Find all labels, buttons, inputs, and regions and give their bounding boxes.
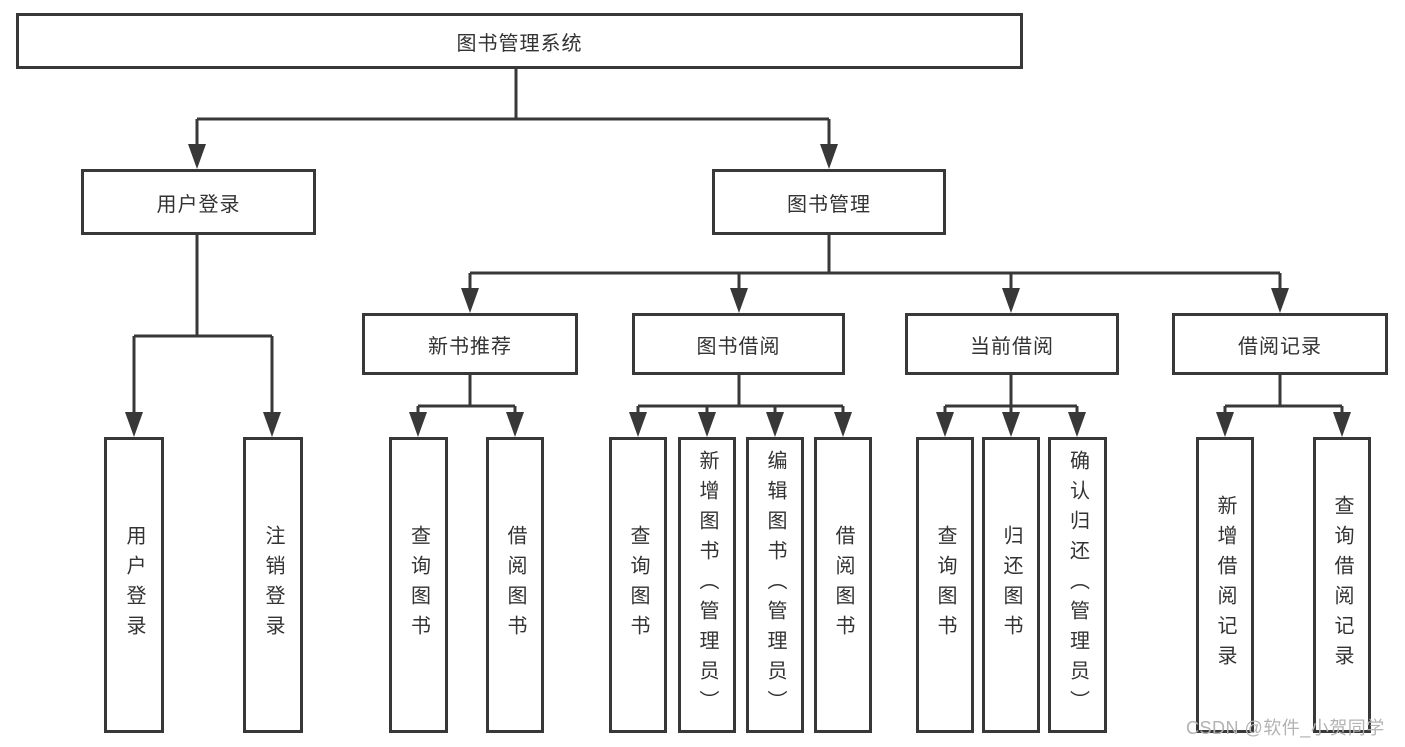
leaf-query-books-recommend: 查询图书 [389,437,448,733]
node-label: 图书管理 [787,193,871,216]
node-book-management: 图书管理 [712,169,946,235]
leaf-query-borrow-record: 查询借阅记录 [1313,437,1371,733]
arrowhead-icon [698,412,716,437]
leaf-return-books: 归还图书 [982,437,1040,733]
arrowhead-icon [820,144,838,169]
node-label: 查询借阅记录 [1331,495,1353,675]
node-user-login: 用户登录 [81,169,316,235]
leaf-add-books-admin: 新增图书（管理员） [678,437,736,733]
arrowhead-icon [461,288,479,313]
leaf-borrow-books-recommend: 借阅图书 [486,437,544,733]
node-label: 注销登录 [262,525,284,645]
arrowhead-icon [188,144,206,169]
node-label: 新书推荐 [428,335,512,358]
leaf-logout: 注销登录 [243,437,303,733]
node-label: 查询图书 [934,525,956,645]
node-label: 借阅记录 [1238,335,1322,358]
leaf-query-books-borrowing: 查询图书 [609,437,667,733]
arrowhead-icon [1216,412,1234,437]
arrowhead-icon [1002,288,1020,313]
arrowhead-icon [1002,412,1020,437]
leaf-query-books-current: 查询图书 [916,437,974,733]
arrowhead-icon [1068,412,1086,437]
node-label: 新增图书（管理员） [696,450,718,720]
node-label: 图书借阅 [696,335,781,358]
watermark-text: CSDN @软件_小贺同学 [1186,718,1385,738]
leaf-user-login: 用户登录 [104,437,164,733]
node-label: 查询图书 [407,525,430,645]
arrowhead-icon [730,288,748,313]
arrowheads [125,144,1351,437]
arrowhead-icon [263,412,281,437]
node-label: 新增借阅记录 [1214,495,1236,675]
node-label: 确认归还（管理员） [1066,450,1089,720]
node-label: 查询图书 [627,525,649,645]
node-borrowing-records: 借阅记录 [1172,313,1388,375]
node-label: 借阅图书 [504,525,526,645]
leaf-confirm-return-admin: 确认归还（管理员） [1048,437,1107,733]
node-label: 用户登录 [156,193,241,216]
node-library-management-system: 图书管理系统 [16,13,1023,69]
leaf-edit-books-admin: 编辑图书（管理员） [746,437,804,733]
arrowhead-icon [834,412,852,437]
node-label: 借阅图书 [832,525,854,645]
arrowhead-icon [936,412,954,437]
node-label: 编辑图书（管理员） [764,450,786,720]
arrowhead-icon [1333,412,1351,437]
node-label: 用户登录 [123,525,145,645]
node-book-borrowing: 图书借阅 [632,313,845,375]
leaf-borrow-books-borrowing: 借阅图书 [814,437,872,733]
node-new-book-recommendation: 新书推荐 [362,313,578,375]
node-label: 当前借阅 [970,335,1054,358]
arrowhead-icon [506,412,524,437]
arrowhead-icon [409,412,427,437]
arrowhead-icon [1271,288,1289,313]
arrowhead-icon [629,412,647,437]
arrowhead-icon [766,412,784,437]
node-current-borrowing: 当前借阅 [905,313,1119,375]
arrowhead-icon [125,412,143,437]
node-label: 图书管理系统 [456,32,583,55]
leaf-add-borrow-record: 新增借阅记录 [1196,437,1254,733]
node-label: 归还图书 [1000,525,1022,645]
